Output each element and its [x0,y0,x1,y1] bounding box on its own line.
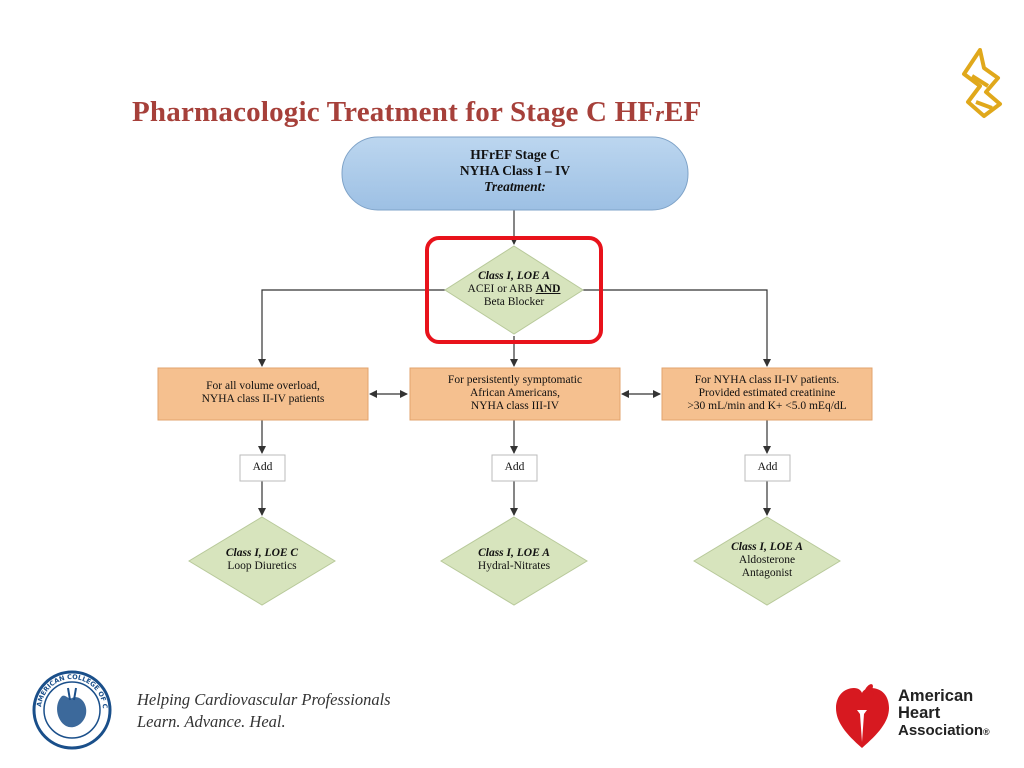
highlight-box [425,236,603,344]
acc-tagline: Helping Cardiovascular Professionals Lea… [137,689,391,733]
branch-box-1-text: For all volume overload, NYHA class II-I… [158,380,368,406]
add-box-1 [239,454,286,482]
slide-title: Pharmacologic Treatment for Stage C HFrE… [132,96,872,129]
aha-heart-torch-icon [836,684,889,748]
therapy-diamond-3-text: Class I, LOE A Aldosterone Antagonist [694,541,840,580]
top-node-text: HFrEF Stage C NYHA Class I – IV Treatmen… [342,147,688,195]
title-end: EF [664,96,702,128]
therapy-1-line-2: Loop Diuretics [227,560,297,572]
tagline-line-1: Helping Cardiovascular Professionals [137,690,391,709]
branch-3-line-1: For NYHA class II-IV patients. [694,374,840,386]
top-node-line-3: Treatment: [484,179,546,194]
therapy-1-line-1: Class I, LOE C [225,547,299,559]
aha-registered-mark: ® [983,727,990,737]
acc-seal-icon: AMERICAN COLLEGE OF CARDIOLOGY [32,670,112,750]
branch-2-line-2: African Americans, [469,387,561,399]
add-label-2: Add [504,461,525,473]
branch-box-3-text: For NYHA class II-IV patients. Provided … [662,374,872,413]
add-box-3 [744,454,791,482]
aha-line-3: Association [898,722,984,739]
title-main: Pharmacologic Treatment for Stage C HF [132,96,656,128]
corner-logo-icon [962,48,1002,118]
connector-lines [258,210,771,516]
therapy-3-line-3: Antagonist [741,567,793,579]
add-label-3: Add [757,461,778,473]
center-diamond-line-3: Beta Blocker [483,296,545,308]
branch-1-line-2: NYHA class II-IV patients [201,393,325,405]
center-diamond-line-2: ACEI or ARB AND [445,283,583,296]
add-box-2 [491,454,538,482]
therapy-diamond-1-text: Class I, LOE C Loop Diuretics [189,547,335,573]
top-node-line-2: NYHA Class I – IV [459,163,571,178]
therapy-diamond-3 [693,516,841,606]
branch-box-2-text: For persistently symptomatic African Ame… [410,374,620,413]
add-label-1: Add [252,461,273,473]
center-diamond [444,245,584,335]
aha-wordmark: American Heart Association® [898,688,990,741]
therapy-diamond-2 [440,516,588,606]
top-node-line-1: HFrEF Stage C [470,147,560,162]
therapy-diamond-1 [188,516,336,606]
aha-line-2: Heart [898,704,941,722]
branch-1-line-1: For all volume overload, [206,380,320,392]
branch-3-line-2: Provided estimated creatinine [698,387,836,399]
center-diamond-drug-text: ACEI or ARB [467,283,536,295]
branch-box-2 [409,367,621,421]
therapy-diamond-2-text: Class I, LOE A Hydral-Nitrates [441,547,587,573]
therapy-2-line-2: Hydral-Nitrates [477,560,551,572]
title-r: r [655,101,665,126]
aha-line-1: American [898,687,974,705]
therapy-3-line-1: Class I, LOE A [731,541,803,553]
aha-line-3-wrap: Association® [898,722,990,741]
therapy-2-line-1: Class I, LOE A [478,547,550,559]
center-diamond-text: Class I, LOE A ACEI or ARB AND Beta Bloc… [445,270,583,309]
branch-2-line-3: NYHA class III-IV [470,400,560,412]
branch-box-1 [157,367,369,421]
center-diamond-line-1: Class I, LOE A [478,270,550,282]
branch-2-line-1: For persistently symptomatic [447,374,583,386]
branch-box-3 [661,367,873,421]
center-diamond-and-text: AND [535,283,561,295]
tagline-line-2: Learn. Advance. Heal. [137,712,286,731]
treatment-start-node [341,136,689,211]
branch-3-line-3: >30 mL/min and K+ <5.0 mEq/dL [687,400,847,412]
therapy-3-line-2: Aldosterone [738,554,796,566]
